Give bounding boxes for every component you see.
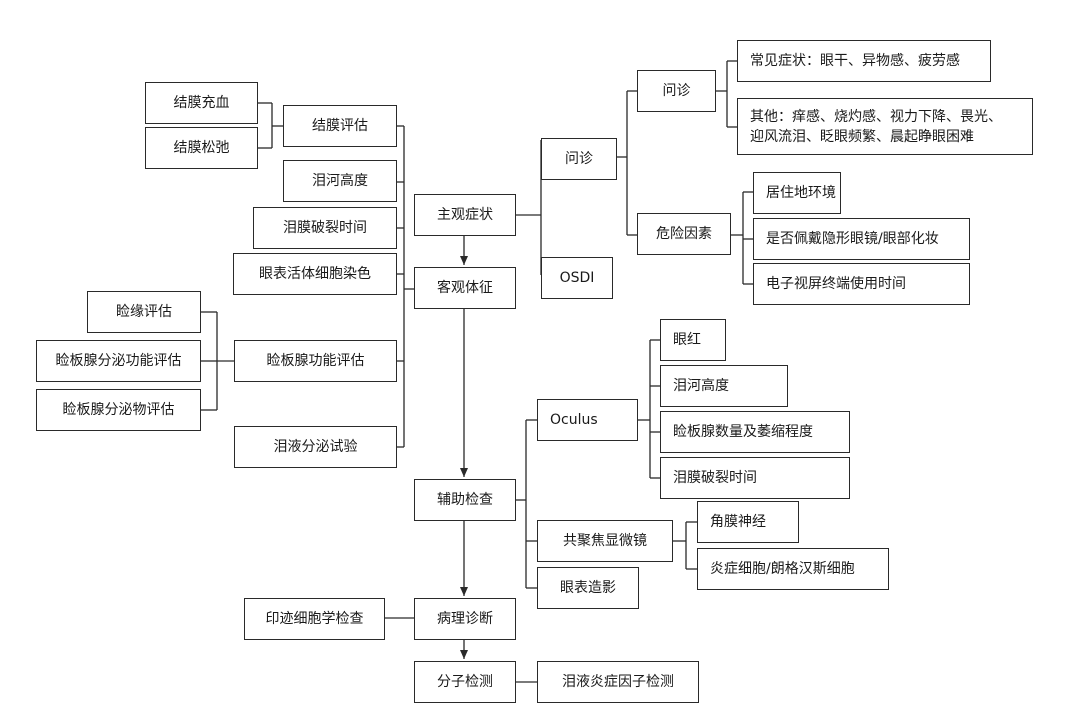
screen-time-box: 电子视屏终端使用时间 [753, 263, 970, 305]
osdi-label: OSDI [559, 270, 595, 286]
lid-margin-box: 睑缘评估 [87, 291, 201, 333]
impression-cytology-label: 印迹细胞学检查 [265, 611, 364, 627]
screen-time-label: 电子视屏终端使用时间 [766, 276, 906, 292]
meibomian-eval-box: 睑板腺功能评估 [234, 340, 397, 382]
oculus-box: Oculus [537, 399, 638, 441]
pathology-diagnosis-box: 病理诊断 [414, 598, 516, 640]
meibomian-function-label: 睑板腺分泌功能评估 [55, 353, 182, 369]
inflammatory-cells-label: 炎症细胞/朗格汉斯细胞 [710, 561, 855, 577]
tbut-box: 泪膜破裂时间 [253, 207, 397, 249]
osdi-box: OSDI [541, 257, 613, 299]
other-symptoms-line1: 其他：痒感、烧灼感、视力下降、畏光、 [750, 108, 1002, 125]
auxiliary-exam-label: 辅助检查 [437, 492, 493, 508]
conjunctivochalasis-label: 结膜松弛 [173, 140, 230, 156]
conjunctival-hyperemia-label: 结膜充血 [173, 95, 230, 111]
lid-margin-label: 睑缘评估 [116, 304, 172, 320]
red-eye-label: 眼红 [673, 332, 701, 348]
objective-signs-box: 客观体征 [414, 267, 516, 309]
ocular-imaging-label: 眼表造影 [560, 580, 616, 596]
schirmer-test-label: 泪液分泌试验 [273, 439, 358, 455]
oculus-tbut-label: 泪膜破裂时间 [673, 470, 757, 486]
common-symptoms-label: 常见症状：眼干、异物感、疲劳感 [750, 53, 960, 69]
other-symptoms-line2: 迎风流泪、眨眼频繁、晨起睁眼困难 [750, 128, 974, 145]
confocal-microscope-label: 共聚焦显微镜 [563, 533, 647, 549]
vital-staining-box: 眼表活体细胞染色 [233, 253, 397, 295]
molecular-test-box: 分子检测 [414, 661, 516, 703]
oculus-tear-meniscus-label: 泪河高度 [673, 378, 729, 394]
subjective-symptoms-box: 主观症状 [414, 194, 516, 236]
risk-factors-box: 危险因素 [637, 213, 731, 255]
risk-factors-label: 危险因素 [656, 226, 712, 242]
meibomian-eval-label: 睑板腺功能评估 [266, 353, 365, 369]
conjunctival-hyperemia-box: 结膜充血 [145, 82, 258, 124]
oculus-tear-meniscus-box: 泪河高度 [660, 365, 788, 407]
tear-meniscus-label: 泪河高度 [312, 173, 368, 189]
other-symptoms-box: 其他：痒感、烧灼感、视力下降、畏光、 迎风流泪、眨眼频繁、晨起睁眼困难 [737, 98, 1033, 155]
impression-cytology-box: 印迹细胞学检查 [244, 598, 385, 640]
vital-staining-label: 眼表活体细胞染色 [259, 266, 371, 282]
confocal-microscope-box: 共聚焦显微镜 [537, 520, 673, 562]
contact-lens-label: 是否佩戴隐形眼镜/眼部化妆 [766, 231, 939, 247]
tear-meniscus-box: 泪河高度 [283, 160, 397, 202]
conjunctiva-eval-box: 结膜评估 [283, 105, 397, 147]
contact-lens-box: 是否佩戴隐形眼镜/眼部化妆 [753, 218, 970, 260]
tear-inflammatory-factors-label: 泪液炎症因子检测 [562, 674, 674, 690]
inquiry-box: 问诊 [541, 138, 617, 180]
tear-inflammatory-factors-box: 泪液炎症因子检测 [537, 661, 699, 703]
inquiry-sub-label: 问诊 [662, 83, 691, 99]
conjunctiva-eval-label: 结膜评估 [312, 118, 368, 134]
oculus-label: Oculus [550, 412, 598, 428]
oculus-tbut-box: 泪膜破裂时间 [660, 457, 850, 499]
auxiliary-exam-box: 辅助检查 [414, 479, 516, 521]
corneal-nerve-box: 角膜神经 [697, 501, 799, 543]
objective-signs-label: 客观体征 [437, 280, 493, 296]
corneal-nerve-label: 角膜神经 [710, 514, 766, 530]
common-symptoms-box: 常见症状：眼干、异物感、疲劳感 [737, 40, 991, 82]
pathology-diagnosis-label: 病理诊断 [437, 611, 493, 627]
conjunctivochalasis-box: 结膜松弛 [145, 127, 258, 169]
tbut-label: 泪膜破裂时间 [283, 220, 367, 236]
residence-label: 居住地环境 [766, 185, 836, 201]
meibomian-dropout-box: 睑板腺数量及萎缩程度 [660, 411, 850, 453]
subjective-symptoms-label: 主观症状 [437, 207, 493, 223]
inflammatory-cells-box: 炎症细胞/朗格汉斯细胞 [697, 548, 889, 590]
molecular-test-label: 分子检测 [437, 674, 493, 690]
inquiry-label: 问诊 [565, 151, 593, 167]
schirmer-test-box: 泪液分泌试验 [234, 426, 397, 468]
ocular-imaging-box: 眼表造影 [537, 567, 639, 609]
residence-box: 居住地环境 [753, 172, 841, 214]
meibomian-secretion-box: 睑板腺分泌物评估 [36, 389, 201, 431]
meibomian-secretion-label: 睑板腺分泌物评估 [62, 402, 175, 418]
meibomian-function-box: 睑板腺分泌功能评估 [36, 340, 201, 382]
meibomian-dropout-label: 睑板腺数量及萎缩程度 [673, 424, 813, 440]
red-eye-box: 眼红 [660, 319, 726, 361]
inquiry-sub-box: 问诊 [637, 70, 716, 112]
